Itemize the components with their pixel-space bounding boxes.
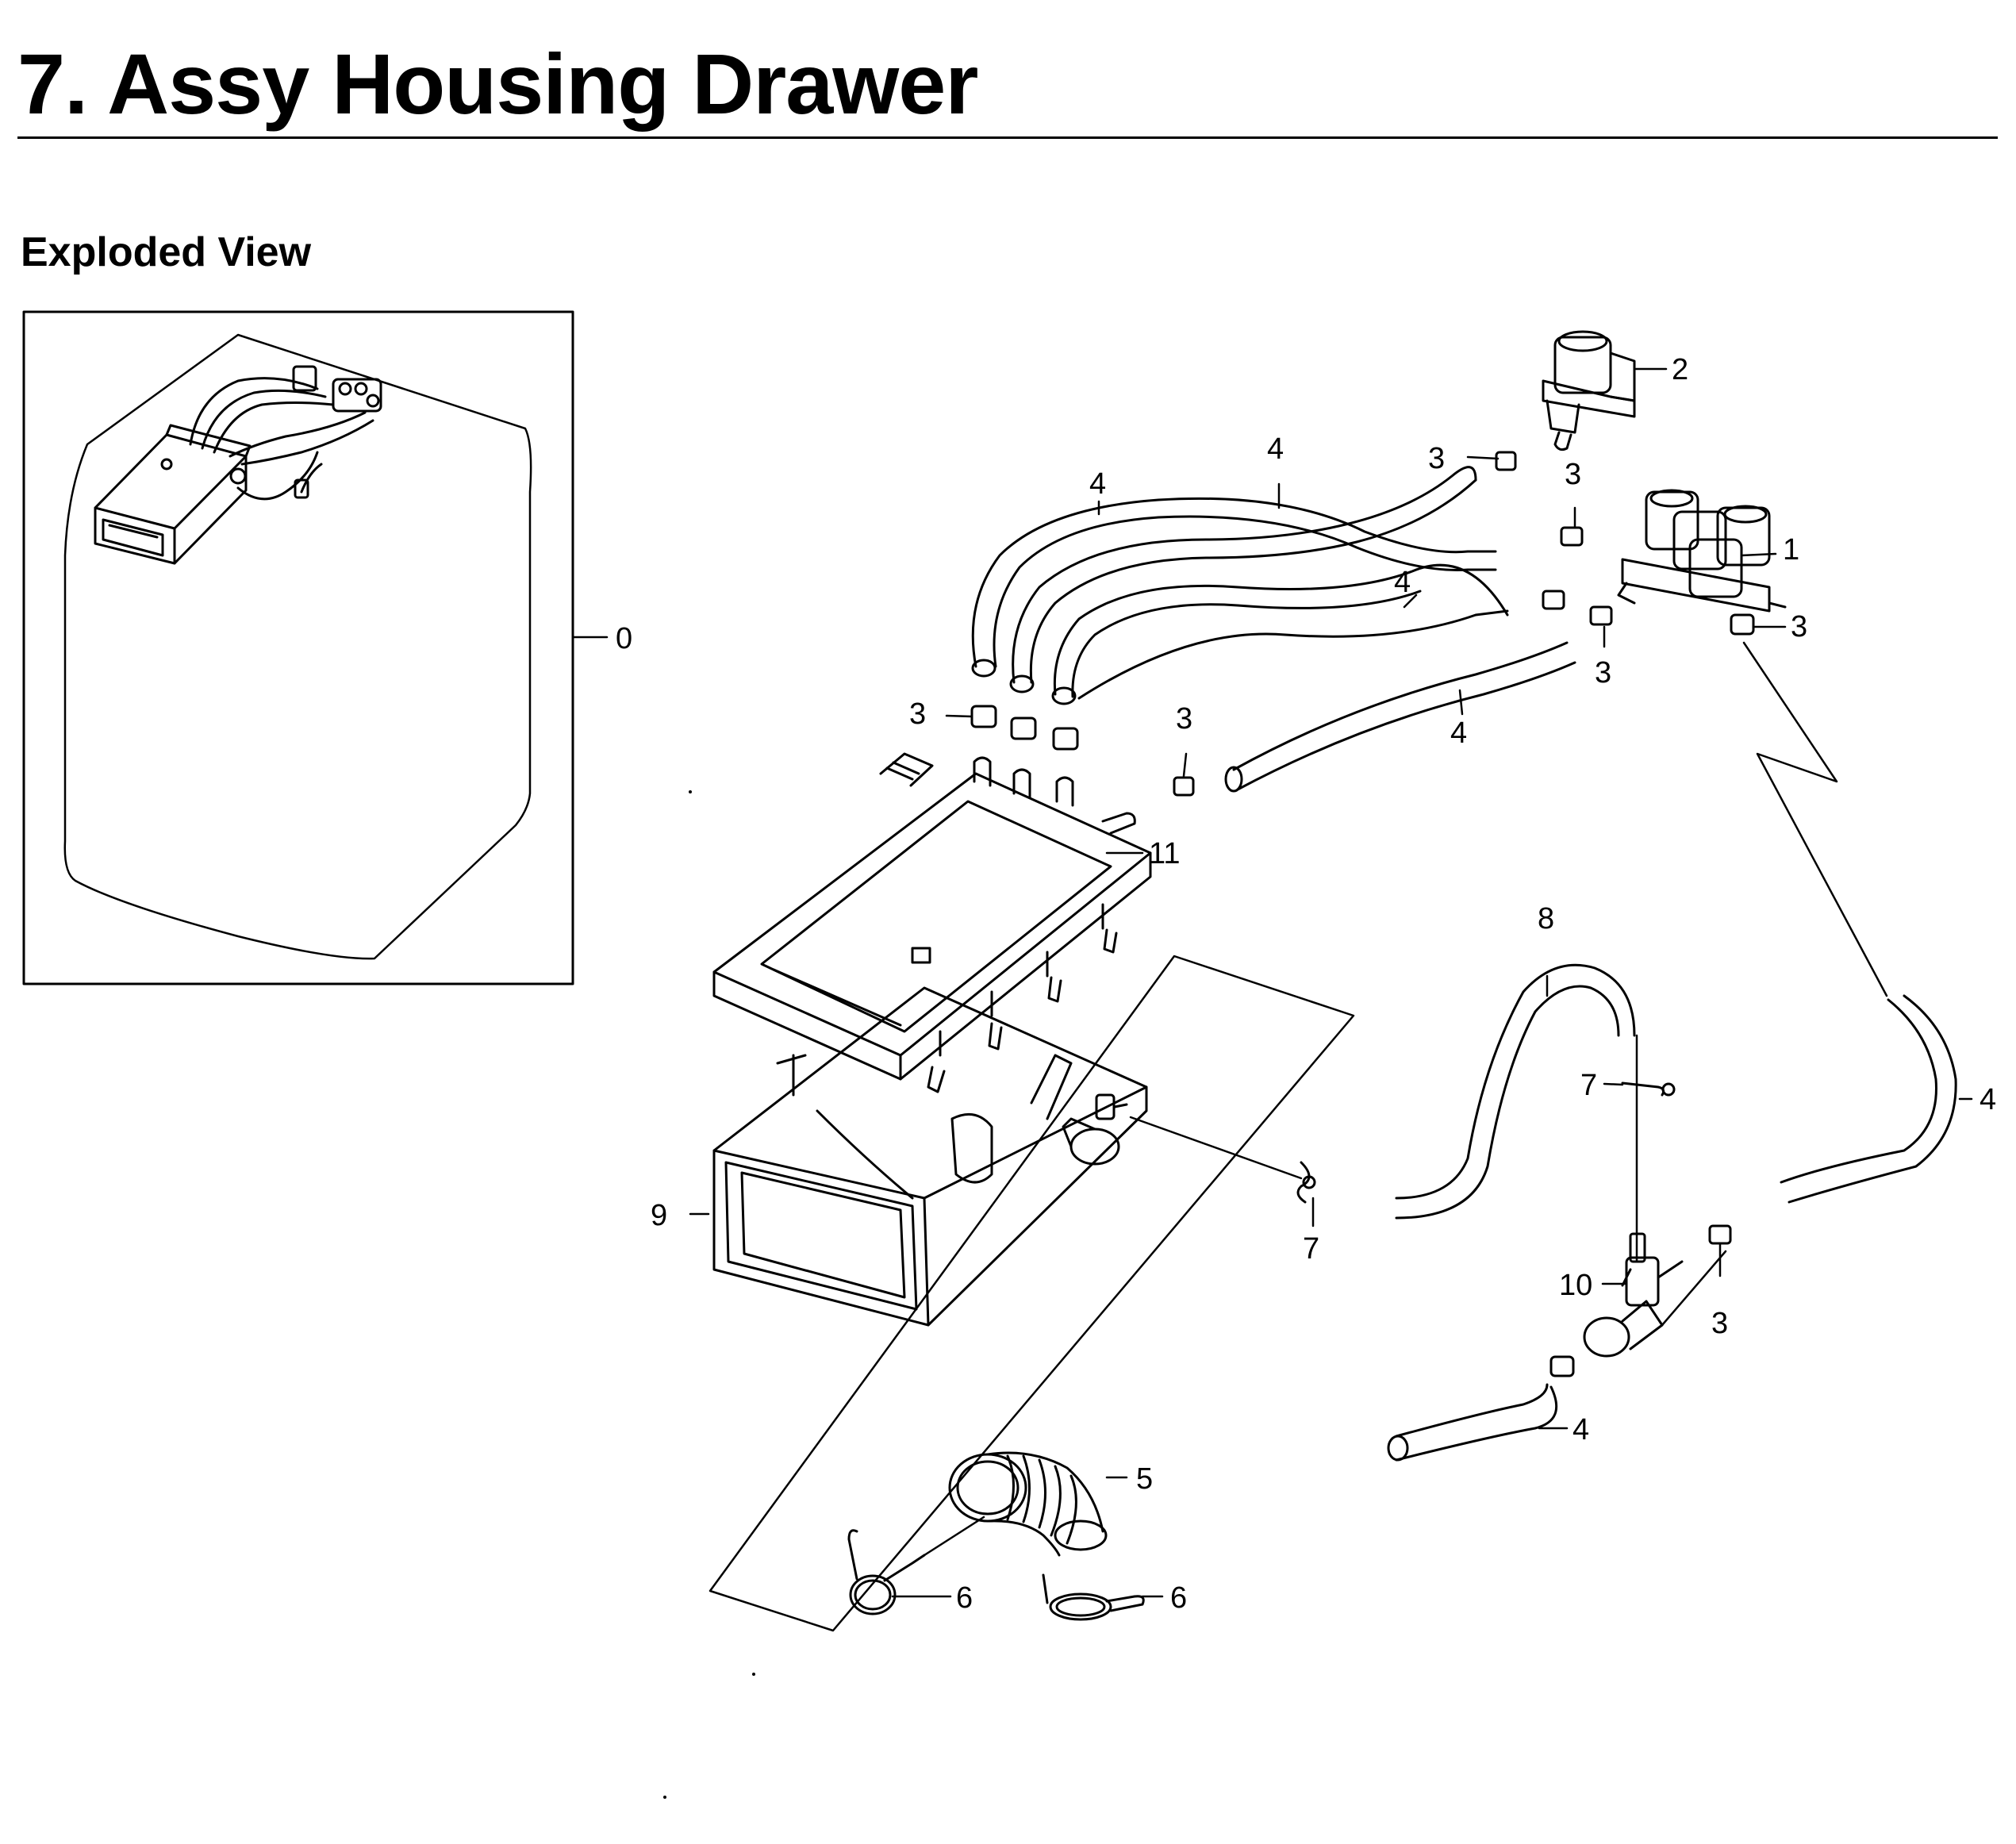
- callout-1: 1: [1783, 533, 1799, 567]
- callout-6b: 6: [1170, 1581, 1187, 1615]
- callout-3g: 3: [1711, 1307, 1728, 1340]
- speck: [689, 790, 692, 793]
- callout-3e: 3: [1176, 702, 1192, 736]
- callout-8: 8: [1538, 902, 1554, 935]
- callout-7b: 7: [1580, 1069, 1597, 1102]
- spring-clamps: [847, 1529, 1145, 1621]
- callout-4a: 4: [1089, 467, 1106, 501]
- callout-3d: 3: [1595, 656, 1611, 690]
- drain-bellows: [948, 1451, 1108, 1557]
- leader-lines: [571, 367, 1973, 1598]
- callout-3c: 3: [1791, 610, 1807, 643]
- speck: [752, 1673, 755, 1676]
- housing-cover: [712, 752, 1152, 1093]
- callout-9: 9: [651, 1199, 667, 1232]
- hose-clamps: [970, 451, 1755, 1377]
- callout-labels: 0 1 2 3 3 3 3 3 3 3 4 4 4 4 4 4 5 6 6 7 …: [616, 353, 1996, 1615]
- callout-4b: 4: [1267, 432, 1284, 466]
- callout-3b: 3: [1565, 458, 1581, 491]
- callout-11: 11: [1149, 837, 1180, 870]
- callout-6a: 6: [956, 1581, 973, 1615]
- inlet-hoses: [971, 466, 1957, 1462]
- title-underline: [17, 136, 1998, 139]
- assembly-inset: [22, 310, 574, 985]
- page-title: 7. Assy Housing Drawer: [17, 36, 978, 132]
- callout-10: 10: [1559, 1269, 1592, 1302]
- callout-0: 0: [616, 622, 632, 655]
- drawer-housing: [712, 986, 1148, 1327]
- bellows-frame: [708, 955, 1355, 1632]
- section-subtitle: Exploded View: [21, 229, 312, 275]
- callout-3a: 3: [1428, 442, 1445, 475]
- callout-3f: 3: [909, 697, 926, 731]
- water-valves: [1542, 330, 1787, 613]
- break-line: [1742, 641, 1888, 997]
- callout-2: 2: [1672, 353, 1688, 386]
- callout-4c: 4: [1394, 566, 1411, 599]
- callout-7a: 7: [1303, 1232, 1319, 1266]
- clips-and-connector: [1296, 1081, 1684, 1358]
- callout-5: 5: [1136, 1462, 1153, 1496]
- callout-4f: 4: [1572, 1413, 1589, 1446]
- callout-4d: 4: [1450, 716, 1467, 750]
- speck: [663, 1796, 666, 1799]
- callout-4e: 4: [1980, 1083, 1996, 1116]
